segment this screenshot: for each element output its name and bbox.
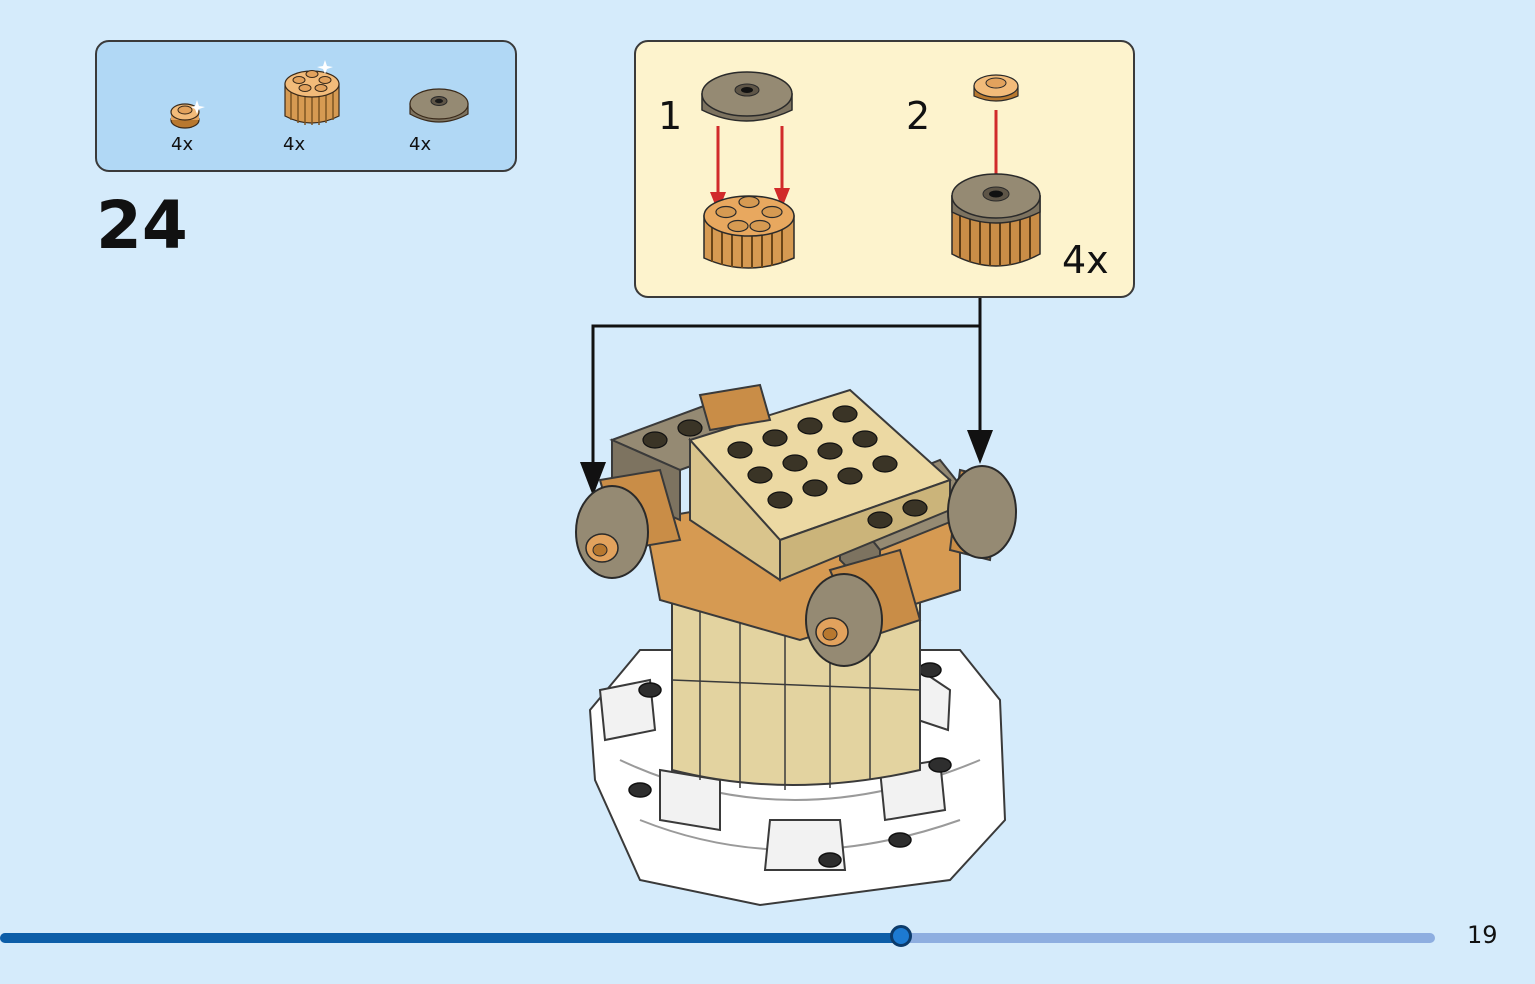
arrow-head-left: [580, 462, 606, 496]
side-round-bricks: [575, 383, 1017, 667]
part-count-3: 4x: [409, 134, 432, 155]
progress-bar: [0, 925, 1435, 947]
round-tile-2x2-hole-icon: [409, 88, 469, 123]
parts-list-box: 4x 4x 4x: [95, 40, 517, 172]
progress-knob[interactable]: [890, 925, 913, 947]
page-number: 19: [1467, 921, 1498, 949]
round-brick-2x2-grille-icon: [284, 60, 340, 125]
sub-assembly-box: 1 2 4x: [634, 40, 1135, 298]
part-count-2: 4x: [283, 134, 306, 155]
sub-step-label-2: 2: [906, 94, 931, 138]
callout-arrows: [591, 298, 982, 470]
step-number: 24: [96, 187, 188, 264]
round-tile-1x1-icon: [170, 100, 205, 129]
sub-step-1-illustration: [701, 71, 795, 269]
progress-fill: [0, 933, 902, 943]
sub-assembly-multiplier: 4x: [1062, 238, 1109, 282]
sub-step-2-illustration: [951, 74, 1041, 267]
part-count-1: 4x: [171, 134, 194, 155]
sub-step-label-1: 1: [658, 94, 683, 138]
arrow-head-right: [967, 430, 993, 464]
